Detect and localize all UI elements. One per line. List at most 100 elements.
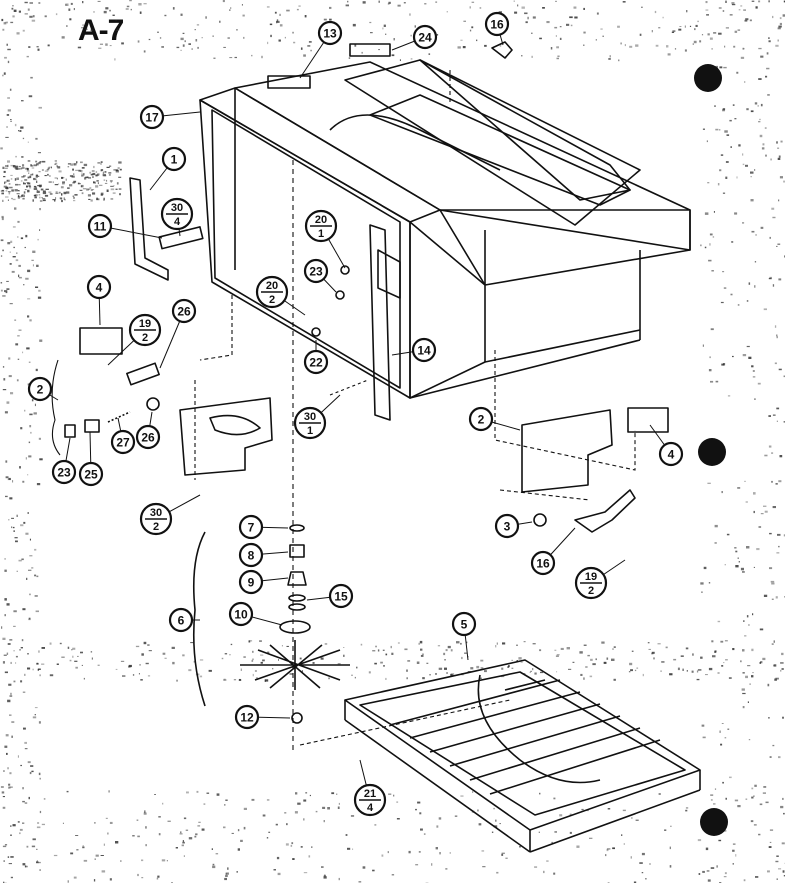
top-connector-13 — [267, 75, 311, 89]
callout-c4b: 4 — [658, 441, 684, 467]
top-clip-16 — [491, 41, 513, 59]
callout-c11: 11 — [87, 213, 113, 239]
fraction-callout-f20_1: 201 — [304, 209, 338, 243]
callout-c25: 25 — [78, 461, 104, 487]
left-switch-bracket — [64, 362, 273, 476]
side-strip — [129, 177, 169, 281]
callout-label-c15: 15 — [334, 590, 348, 604]
callout-c27: 27 — [110, 429, 136, 455]
fraction-callout-f19_2b: 192 — [574, 566, 608, 600]
fraction-den-f30_4: 4 — [174, 216, 181, 228]
fraction-callout-f30_2: 302 — [139, 502, 173, 536]
callout-label-c14: 14 — [417, 344, 431, 358]
callout-label-c27: 27 — [116, 436, 130, 450]
callout-label-c2a: 2 — [37, 383, 44, 397]
fraction-num-f30_1: 30 — [304, 411, 316, 423]
callout-c2a: 2 — [27, 376, 53, 402]
callout-c16a: 16 — [484, 11, 510, 37]
callout-c26b: 26 — [135, 424, 161, 450]
registration-dot-bottom — [700, 808, 728, 836]
callout-c17: 17 — [139, 104, 165, 130]
callout-c7: 7 — [238, 514, 264, 540]
fraction-callout-f30_1: 301 — [293, 406, 327, 440]
callout-label-c5: 5 — [461, 618, 468, 632]
callout-label-c24: 24 — [418, 31, 432, 45]
fraction-den-f21_4: 4 — [367, 802, 374, 814]
fraction-callout-f21_4: 214 — [353, 783, 387, 817]
callout-label-c25: 25 — [84, 468, 98, 482]
callout-c9: 9 — [238, 569, 264, 595]
callout-label-c2b: 2 — [478, 413, 485, 427]
callout-label-c13: 13 — [323, 27, 337, 41]
screw-22 — [311, 327, 321, 337]
callout-c8: 8 — [238, 542, 264, 568]
top-connector-24 — [349, 43, 391, 57]
fraction-den-f20_1: 1 — [318, 228, 324, 240]
callout-label-c6: 6 — [178, 614, 185, 628]
callout-c10: 10 — [228, 601, 254, 627]
fraction-den-f19_2b: 2 — [588, 585, 594, 597]
fraction-den-f30_2: 2 — [153, 521, 159, 533]
callout-label-c10: 10 — [234, 608, 248, 622]
right-dashed-line-2 — [499, 489, 591, 501]
callout-c15: 15 — [328, 583, 354, 609]
callout-c13: 13 — [317, 20, 343, 46]
callout-label-c1: 1 — [171, 153, 178, 167]
fraction-callout-f19_2a: 192 — [128, 313, 162, 347]
callout-c26a: 26 — [171, 298, 197, 324]
left-label-plate — [79, 327, 123, 355]
front-bracket — [369, 224, 401, 421]
screw-20 — [340, 265, 350, 275]
fraction-callout-f30_4: 304 — [160, 197, 194, 231]
callout-label-c8: 8 — [248, 549, 255, 563]
callout-c2b: 2 — [468, 406, 494, 432]
fan-assembly — [192, 524, 350, 724]
fraction-num-f20_2: 20 — [266, 280, 278, 292]
tray-dashed-line — [299, 699, 511, 746]
callout-c16b: 16 — [530, 550, 556, 576]
callout-label-c22: 22 — [309, 356, 323, 370]
callout-c24: 24 — [412, 24, 438, 50]
callout-label-c7: 7 — [248, 521, 255, 535]
terminal-strip — [158, 226, 204, 250]
left-dashed-line — [199, 295, 233, 361]
callout-c6: 6 — [168, 607, 194, 633]
right-dashed-line — [494, 350, 636, 471]
callout-label-c12: 12 — [240, 711, 254, 725]
callout-c12: 12 — [234, 704, 260, 730]
registration-dot-middle — [698, 438, 726, 466]
bracket-6-brace — [51, 359, 61, 456]
callout-label-c16a: 16 — [490, 18, 504, 32]
callout-c14: 14 — [411, 337, 437, 363]
fraction-num-f19_2b: 19 — [585, 571, 597, 583]
callout-label-c4b: 4 — [668, 448, 675, 462]
callout-label-c23b: 23 — [57, 466, 71, 480]
fraction-callout-f20_2: 202 — [255, 275, 289, 309]
callout-c22: 22 — [303, 349, 329, 375]
callout-c4a: 4 — [86, 274, 112, 300]
registration-dot-top — [694, 64, 722, 92]
callout-label-c26a: 26 — [177, 305, 191, 319]
callout-c3: 3 — [494, 513, 520, 539]
fraction-num-f30_4: 30 — [171, 202, 183, 214]
screw-30-dashed — [329, 379, 369, 396]
bottom-tray — [344, 659, 701, 853]
callout-label-c23a: 23 — [309, 265, 323, 279]
fraction-den-f30_1: 1 — [307, 425, 313, 437]
cabinet-frame — [199, 59, 691, 399]
fraction-den-f19_2a: 2 — [142, 332, 148, 344]
screw-23 — [335, 290, 345, 300]
callout-c1: 1 — [161, 146, 187, 172]
callout-c23b: 23 — [51, 459, 77, 485]
fraction-num-f19_2a: 19 — [139, 318, 151, 330]
fraction-den-f20_2: 2 — [269, 294, 275, 306]
callout-c23a: 23 — [303, 258, 329, 284]
callout-label-c3: 3 — [504, 520, 511, 534]
fraction-num-f20_1: 20 — [315, 214, 327, 226]
callout-label-c26b: 26 — [141, 431, 155, 445]
callout-label-c9: 9 — [248, 576, 255, 590]
callout-c5: 5 — [451, 611, 477, 637]
callout-label-c11: 11 — [94, 220, 107, 234]
